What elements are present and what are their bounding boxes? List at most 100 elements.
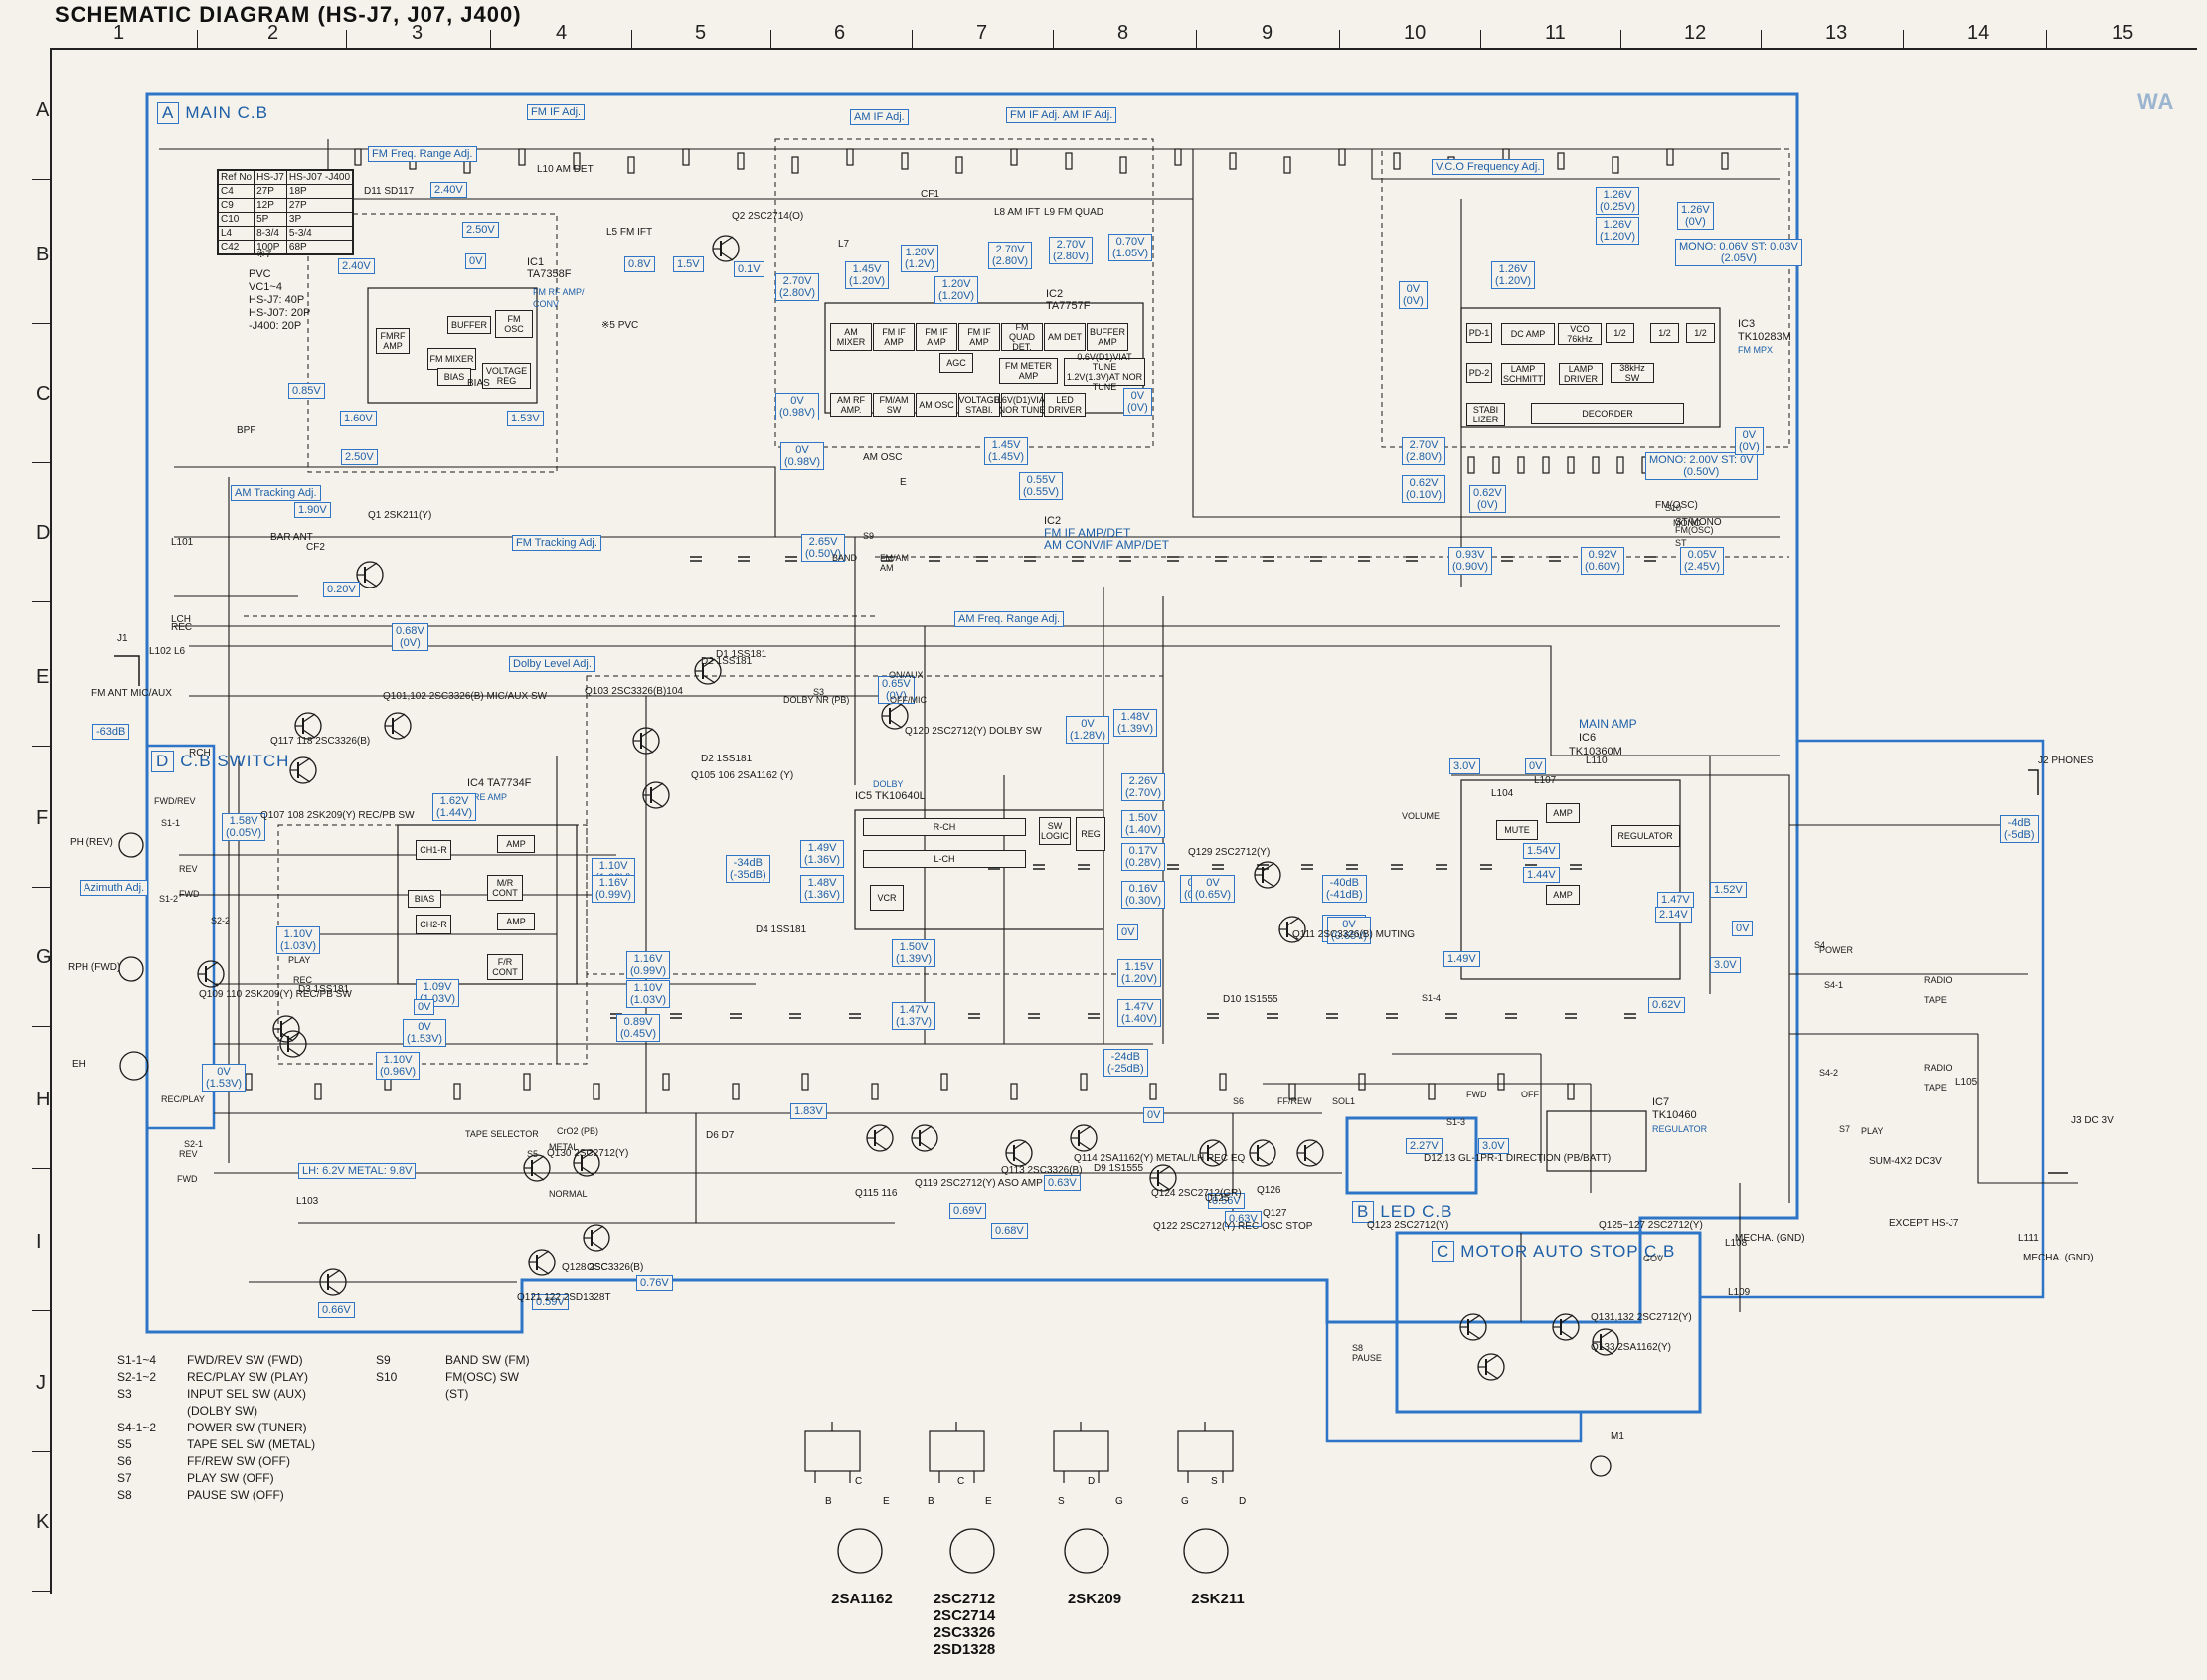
ic2-block: FM IF AMP: [958, 323, 1000, 351]
grid-column-label: 6: [834, 22, 846, 44]
legend-cell: S1-1~4: [117, 1353, 157, 1367]
package-pin-label: C: [957, 1476, 965, 1487]
diode-label: D2 1SS181: [701, 656, 753, 667]
legend-cell: S9: [376, 1353, 391, 1367]
switch-label: S2-1: [184, 1139, 204, 1149]
voltage-label: 1.47V(1.37V): [892, 1002, 936, 1030]
package-body: [804, 1430, 861, 1472]
ic6-ref: IC6: [1579, 732, 1597, 744]
ic3-block: LAMP DRIVER: [1559, 363, 1603, 385]
connector-label: J2 PHONES: [2038, 756, 2094, 766]
legend-cell: [376, 1487, 445, 1504]
resistor-symbol: [1229, 152, 1237, 170]
switch-label: TAPE SELECTOR: [465, 1129, 539, 1139]
wire: [720, 252, 734, 261]
ic2-block: FM METER AMP: [999, 358, 1058, 384]
transistor-label: Q103 2SC3326(B)104: [585, 686, 683, 697]
model-table-cell: C10: [217, 212, 255, 227]
resistor-symbol: [627, 156, 635, 174]
switch-label: MONO: [1673, 518, 1701, 528]
legend-row: (DOLBY SW): [117, 1403, 634, 1420]
switch-label: ST: [1675, 538, 1687, 548]
ic4-block: AMP: [497, 913, 535, 930]
switch-label: S1-2: [159, 894, 179, 904]
grid-column-label: 9: [1262, 22, 1273, 44]
legend-cell: [445, 1420, 634, 1436]
voltage-label: 0.16V(0.30V): [1121, 881, 1166, 909]
resistor-symbol: [1567, 456, 1575, 474]
switch-label: S1-1: [161, 818, 181, 828]
grid-tick: [32, 1168, 50, 1169]
voltage-label: 1.26V(0V): [1677, 202, 1714, 230]
wire: [174, 466, 776, 537]
transistor-label: Q126: [1257, 1185, 1281, 1196]
resistor-symbol: [791, 156, 799, 174]
switch-label: GOV: [1643, 1254, 1664, 1263]
wire: [114, 655, 140, 686]
transistor-label: Q124 2SC2712(GR): [1151, 1188, 1242, 1199]
voltage-label: 1.47V(1.40V): [1117, 999, 1162, 1027]
ic2-ref: IC2: [1044, 515, 1062, 527]
ic5-block: L-CH: [863, 850, 1026, 868]
transistor-label: Q122 2SC2712(Y) REC OSC STOP: [1153, 1221, 1313, 1232]
voltage-label: 2.40V: [430, 182, 467, 198]
voltage-label: 0V: [1117, 924, 1139, 940]
voltage-label: 0V(1.53V): [202, 1064, 247, 1092]
voltage-label: 0.69V: [949, 1203, 986, 1219]
wire: [1157, 1165, 1171, 1175]
adjust-label: FM IF Adj. AM IF Adj.: [1006, 107, 1117, 123]
adjust-label: AM IF Adj.: [850, 109, 909, 125]
resistor-symbol: [1557, 152, 1565, 170]
ic4-block: CH1-R: [416, 840, 451, 860]
grid-tick: [1480, 30, 1481, 48]
switch-label: RADIO: [1924, 975, 1952, 985]
wire: [650, 798, 664, 808]
grid-tick: [911, 30, 913, 48]
wire: [1013, 1140, 1027, 1150]
transistor-label: Q1 2SK211(Y): [368, 510, 432, 521]
grid-row-label: K: [36, 1511, 50, 1533]
voltage-label: 0.1V: [734, 261, 764, 277]
connector-label: EH: [72, 1059, 85, 1070]
grid-column-label: 2: [267, 22, 279, 44]
misc-label: L8 AM IFT: [994, 207, 1041, 218]
transistor-label: Q117 118 2SC3326(B): [270, 736, 371, 747]
grid-tick: [32, 1451, 50, 1452]
resistor-symbol: [1428, 1083, 1436, 1100]
misc-label: L111: [2018, 1233, 2039, 1244]
grid-tick: [32, 179, 50, 180]
legend-cell: TAPE SEL SW (METAL): [187, 1437, 316, 1451]
misc-label: L5 FM IFT: [606, 227, 653, 238]
voltage-label: 3.0V: [1449, 758, 1480, 774]
misc-label: AM OSC: [863, 452, 903, 463]
switch-label: NORMAL: [549, 1189, 588, 1199]
misc-label: L110: [1586, 756, 1608, 766]
voltage-label: 1.50V(1.39V): [892, 939, 936, 967]
misc-label: ST/MONO: [1675, 517, 1722, 528]
resistor-symbol: [737, 152, 745, 170]
switch-label: PLAY: [1861, 1126, 1884, 1136]
tuner-dashed-zone: [307, 213, 558, 473]
transistor-label: Q105 106 2SA1162 (Y): [691, 770, 794, 781]
wire: [1371, 149, 1780, 180]
resistor-symbol: [846, 148, 854, 166]
motor-m1-symbol: [1590, 1455, 1612, 1477]
voltage-label: 3.0V: [1478, 1138, 1509, 1154]
resistor-symbol: [1010, 1083, 1018, 1100]
model-table-cell: 5-3/4: [285, 226, 354, 241]
adjust-label: Dolby Level Adj.: [509, 656, 595, 672]
model-table-cell: 100P: [254, 240, 287, 254]
wire: [581, 1150, 594, 1160]
adjustment-page-edge: WA: [2137, 89, 2175, 114]
wire: [650, 782, 664, 792]
model-table-cell: 3P: [285, 212, 354, 227]
wire: [1560, 1314, 1574, 1324]
voltage-label: 2.14V: [1655, 907, 1692, 923]
diode-label: D10 1S1555: [1223, 994, 1278, 1005]
grid-column-label: 7: [976, 22, 988, 44]
grid-column-label: 1: [113, 22, 125, 44]
